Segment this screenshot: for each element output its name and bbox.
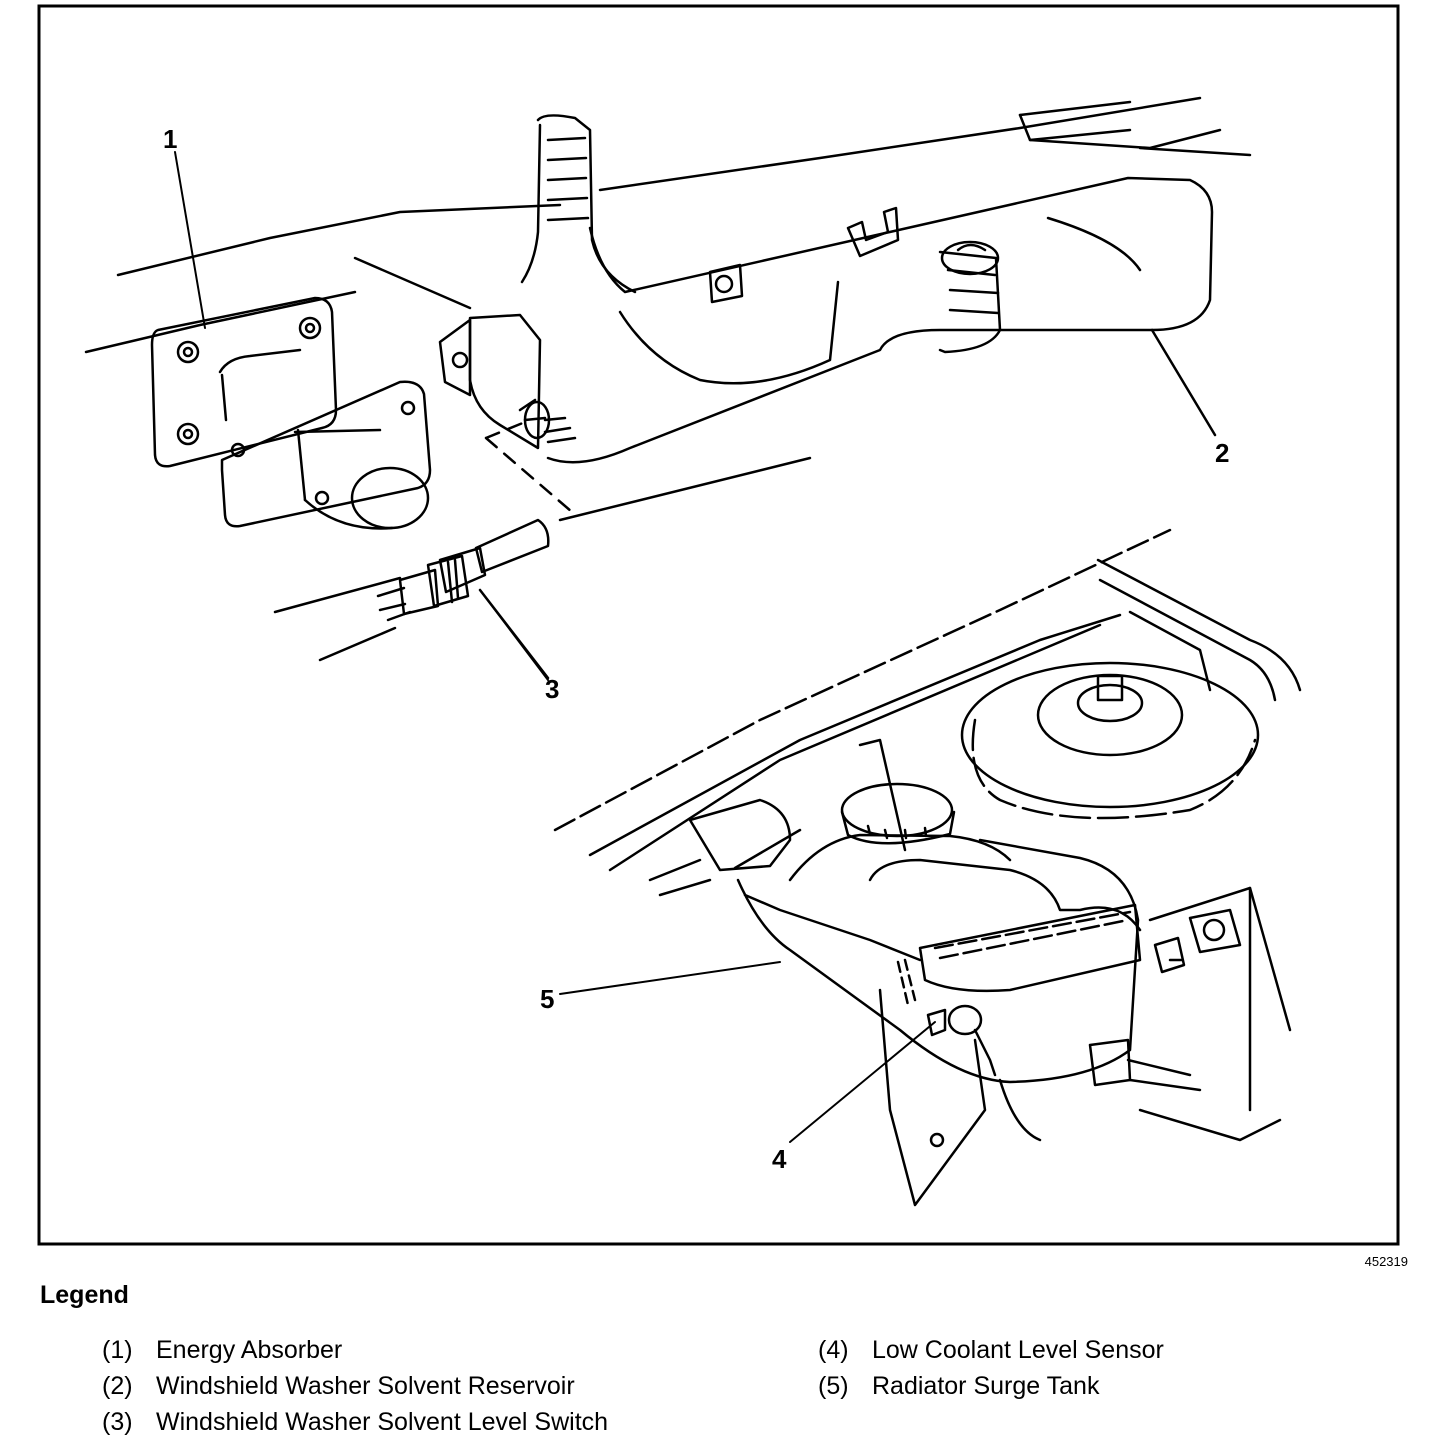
leader-4 xyxy=(789,1021,936,1143)
lower-engine-compartment xyxy=(553,528,1302,1207)
legend-item-number: (2) xyxy=(102,1372,133,1400)
legend-item-label: Windshield Washer Solvent Level Switch xyxy=(156,1408,609,1436)
leader-3 xyxy=(479,589,549,681)
leader-1 xyxy=(174,151,206,329)
callout-5: 5 xyxy=(540,984,554,1014)
legend-item: (5) Radiator Surge Tank xyxy=(818,1368,1164,1404)
legend-item: (2) Windshield Washer Solvent Reservoir xyxy=(102,1368,608,1404)
legend-item-label: Radiator Surge Tank xyxy=(872,1372,1100,1400)
legend-item-label: Low Coolant Level Sensor xyxy=(872,1336,1164,1364)
legend-item-label: Windshield Washer Solvent Reservoir xyxy=(156,1372,575,1400)
callout-1: 1 xyxy=(163,124,177,154)
upper-body-panel-lines xyxy=(84,96,1252,662)
component-location-diagram: 1 2 3 4 5 xyxy=(37,4,1400,1246)
legend-item-number: (1) xyxy=(102,1336,133,1364)
washer-level-switch xyxy=(376,418,574,680)
legend-item-number: (3) xyxy=(102,1408,133,1436)
legend-item: (1) Energy Absorber xyxy=(102,1332,608,1368)
callout-3: 3 xyxy=(545,674,559,704)
legend-column-2: (4) Low Coolant Level Sensor (5) Radiato… xyxy=(818,1332,1164,1404)
legend-item-number: (4) xyxy=(818,1336,849,1364)
washer-solvent-reservoir xyxy=(438,100,1222,464)
callout-4: 4 xyxy=(772,1144,787,1174)
energy-absorber xyxy=(150,296,432,530)
callout-2: 2 xyxy=(1215,438,1229,468)
legend-item: (4) Low Coolant Level Sensor xyxy=(818,1332,1164,1368)
legend-item-number: (5) xyxy=(818,1372,849,1400)
legend-title: Legend xyxy=(40,1281,129,1309)
diagram-frame xyxy=(37,4,1400,1246)
legend-column-1: (1) Energy Absorber (2) Windshield Washe… xyxy=(102,1332,608,1440)
figure-id: 452319 xyxy=(1364,1254,1408,1269)
leader-5 xyxy=(559,961,781,995)
callout-leaders xyxy=(174,151,936,1143)
legend-item: (3) Windshield Washer Solvent Level Swit… xyxy=(102,1404,608,1440)
legend-item-label: Energy Absorber xyxy=(156,1336,343,1364)
